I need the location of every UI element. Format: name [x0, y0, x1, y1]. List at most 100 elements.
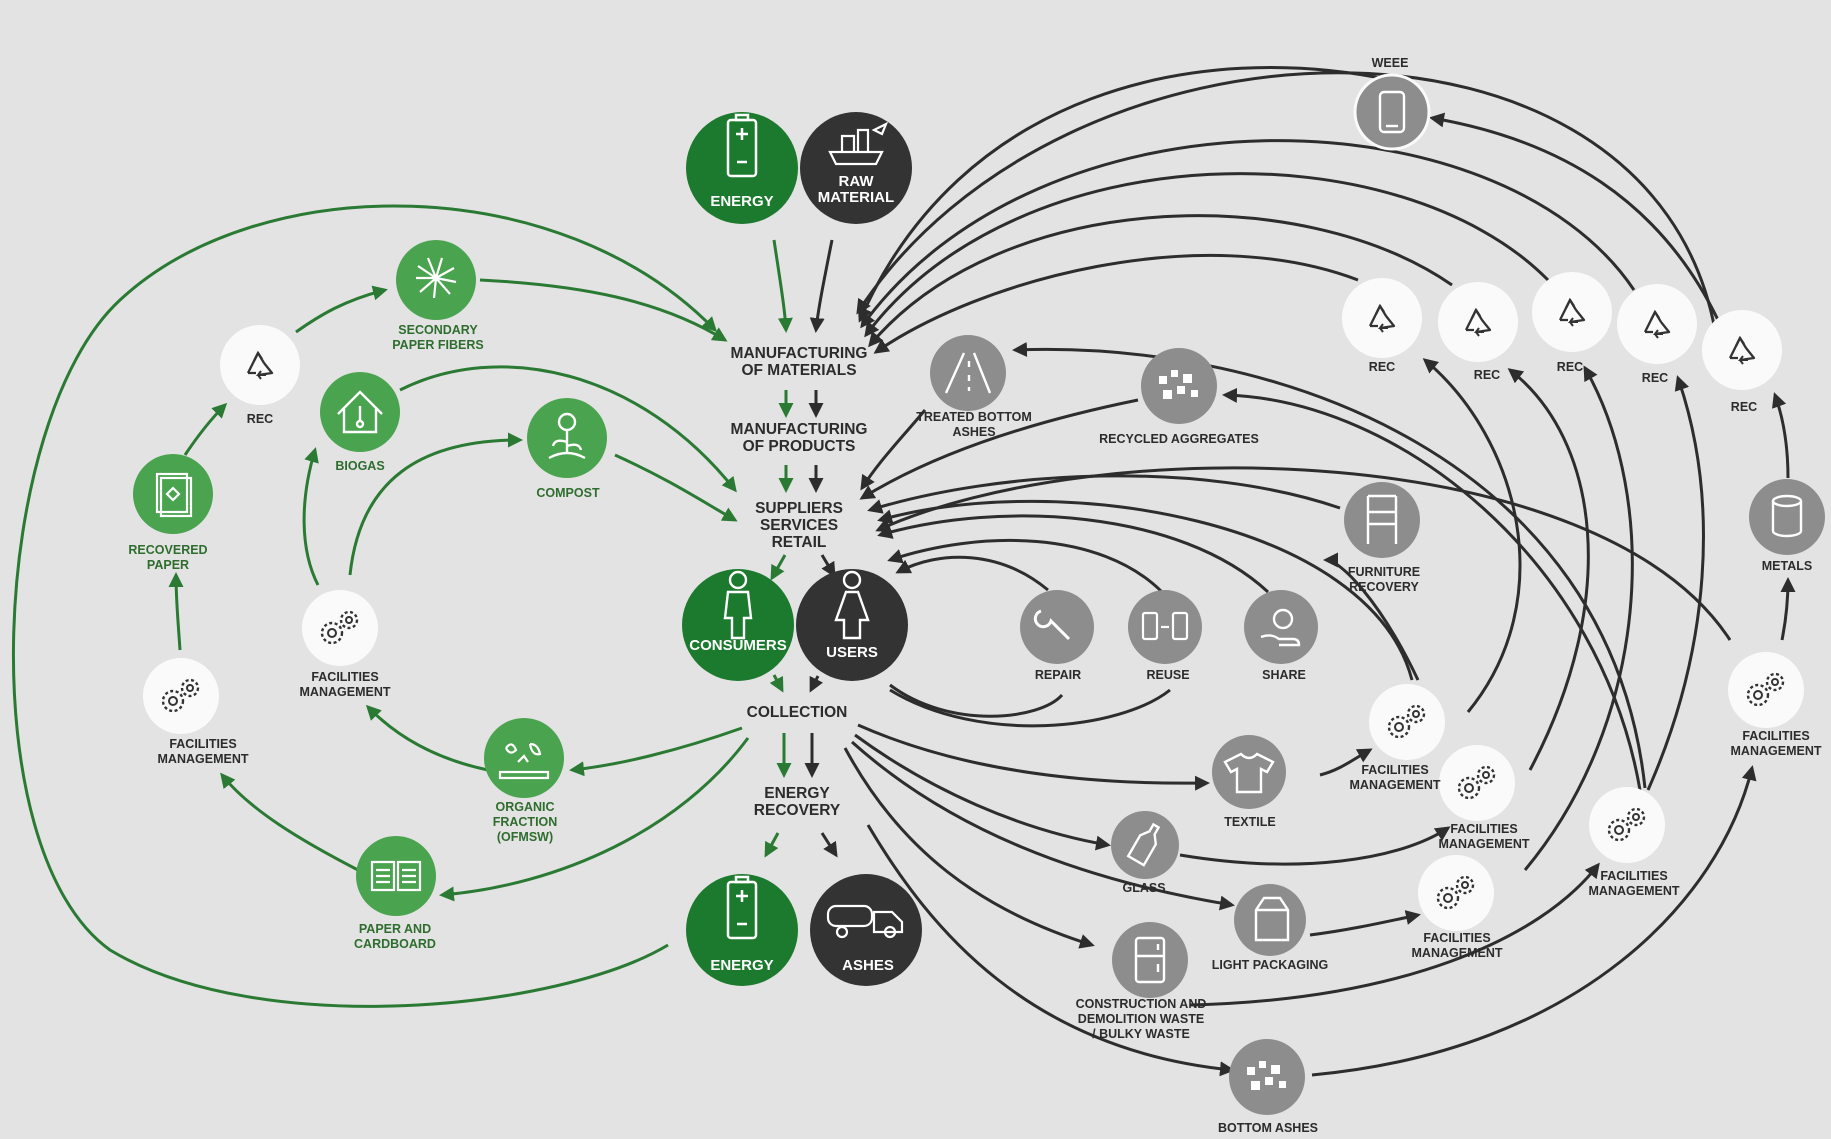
rec-2-circle — [1438, 282, 1518, 362]
treated-bottom-ashes-label: TREATED BOTTOM ASHES — [916, 410, 1032, 439]
arrow-rec5-to-weee — [1429, 112, 1720, 321]
facilities-management-2-label: FACILITIES MANAGEMENT — [1438, 822, 1530, 851]
bottle-icon — [1126, 822, 1161, 867]
arrow-spf-to-manufacturing — [479, 278, 728, 342]
weee-circle — [1353, 73, 1431, 151]
ashes-circle — [810, 874, 922, 986]
arrow-fm-to-paper — [168, 572, 184, 651]
facilities-management-3-label: FACILITIES MANAGEMENT — [1411, 931, 1503, 960]
rec-1-circle — [1342, 278, 1422, 358]
manufacturing-materials-label: MANUFACTURING OF MATERIALS — [730, 345, 868, 379]
can-icon — [1771, 494, 1803, 538]
arrow-metals-to-rec5 — [1772, 392, 1790, 479]
wrench-icon — [1033, 609, 1071, 641]
smartphone-icon — [1378, 90, 1406, 134]
arrow-lp-to-fm3 — [1309, 910, 1421, 937]
energy-top-circle — [686, 112, 798, 224]
arrow-outer-loop — [11, 204, 718, 1008]
arrow-paper-to-rec — [183, 402, 228, 456]
rec-left-label: REC — [246, 412, 274, 426]
arrow-sup-to-consumers — [770, 554, 787, 581]
fiber-burst-icon — [416, 257, 457, 299]
arrow-users-loop-repair — [889, 683, 1064, 718]
arrow-coll-to-textile — [857, 723, 1210, 791]
arrow-fm3-to-rec3 — [1523, 365, 1634, 871]
energy-bottom-label: ENERGY — [710, 957, 774, 974]
house-thermometer-icon — [337, 390, 383, 434]
aggregates-icon-2 — [1247, 1061, 1286, 1090]
arrow-sup-to-users — [820, 554, 836, 578]
textile-circle — [1212, 735, 1286, 809]
facilities-management-1-label: FACILITIES MANAGEMENT — [1349, 763, 1441, 792]
arrow-users-loop-reuse — [889, 688, 1171, 728]
arrow-fm4-to-ra — [1222, 387, 1642, 791]
paper-stack-icon — [155, 472, 193, 518]
paper-and-cardboard-circle — [356, 836, 436, 916]
reuse-label: REUSE — [1146, 668, 1190, 682]
manufacturing-products-label: MANUFACTURING OF PRODUCTS — [730, 421, 868, 455]
bottom-ashes-label: BOTTOM ASHES — [1217, 1121, 1319, 1135]
facilities-management-mid-label: FACILITIES MANAGEMENT — [299, 670, 391, 699]
arrow-fm-to-biogas — [302, 447, 320, 586]
arrow-fm1-to-sup — [877, 499, 1414, 681]
arrow-rec5-to-mm2 — [856, 71, 1717, 331]
arrow-coll-to-glass — [854, 733, 1111, 851]
arrow-raw-down — [809, 239, 834, 333]
users-label: USERS — [826, 644, 878, 661]
users-circle — [796, 569, 908, 681]
arrow-coll-to-lp — [850, 740, 1235, 911]
rec-2-label: REC — [1473, 368, 1501, 382]
arrow-biogas-to-suppliers — [399, 365, 737, 493]
recovered-paper-circle — [133, 454, 213, 534]
collection-label: COLLECTION — [746, 704, 848, 721]
energy-bottom-circle — [686, 874, 798, 986]
arrow-cons-down-g — [769, 674, 784, 693]
facilities-management-left-label: FACILITIES MANAGEMENT — [157, 737, 249, 766]
arrow-fm1-to-rec1 — [1422, 358, 1522, 713]
facilities-management-5-label: FACILITIES MANAGEMENT — [1730, 729, 1822, 758]
rec-3-circle — [1532, 272, 1612, 352]
consumers-label: CONSUMERS — [689, 637, 787, 654]
secondary-paper-fibers-label: SECONDARY PAPER FIBERS — [392, 323, 484, 352]
arrow-rec1-to-mm — [873, 254, 1359, 354]
recycled-aggregates-label: RECYCLED AGGREGATES — [1099, 432, 1259, 446]
person-icon — [723, 570, 753, 640]
energy-top-label: ENERGY — [710, 193, 774, 210]
road-icon — [944, 352, 992, 394]
arrow-fm5-to-metals — [1780, 577, 1796, 641]
glass-circle — [1111, 811, 1179, 879]
hand-share-icon — [1260, 608, 1301, 647]
rec-1-label: REC — [1368, 360, 1396, 374]
organic-fraction-circle — [484, 718, 564, 798]
sprout-icon — [548, 412, 586, 460]
arrow-paper-to-fm — [220, 772, 359, 872]
arrow-fm-to-sup-long — [875, 466, 1732, 641]
consumers-circle — [682, 569, 794, 681]
paper-and-cardboard-label: PAPER AND CARDBOARD — [354, 922, 436, 951]
tshirt-icon — [1223, 752, 1275, 794]
light-packaging-circle — [1234, 884, 1306, 956]
left-arrows — [11, 204, 794, 1008]
arrow-glass-to-fm2 — [1179, 826, 1451, 866]
arrow-collection-to-organic — [569, 726, 743, 777]
metals-label: METALS — [1761, 559, 1813, 573]
suppliers-label: SUPPLIERS SERVICES RETAIL — [755, 500, 843, 551]
textile-label: TEXTILE — [1224, 815, 1276, 829]
arrow-rec3-to-mm — [864, 172, 1550, 338]
carton-icon — [1254, 896, 1290, 942]
metals-circle — [1749, 479, 1825, 555]
rec-5-label: REC — [1730, 400, 1758, 414]
open-book-icon — [370, 860, 422, 892]
arrow-users-to-coll — [809, 675, 824, 693]
weee-label: WEEE — [1371, 56, 1409, 70]
arrow-ba-to-fm5 — [1311, 765, 1757, 1077]
facilities-management-4-label: FACILITIES MANAGEMENT — [1588, 869, 1680, 898]
raw-material-circle — [800, 112, 912, 224]
arrow-weee-to-mm — [857, 66, 1391, 323]
arrow-organic-to-fm — [365, 704, 489, 772]
arrow-repair-to-sup — [895, 555, 1049, 592]
right-arrows — [804, 66, 1796, 1077]
battery-icon — [726, 113, 758, 178]
arrow-fm4-to-tba — [1012, 342, 1647, 789]
